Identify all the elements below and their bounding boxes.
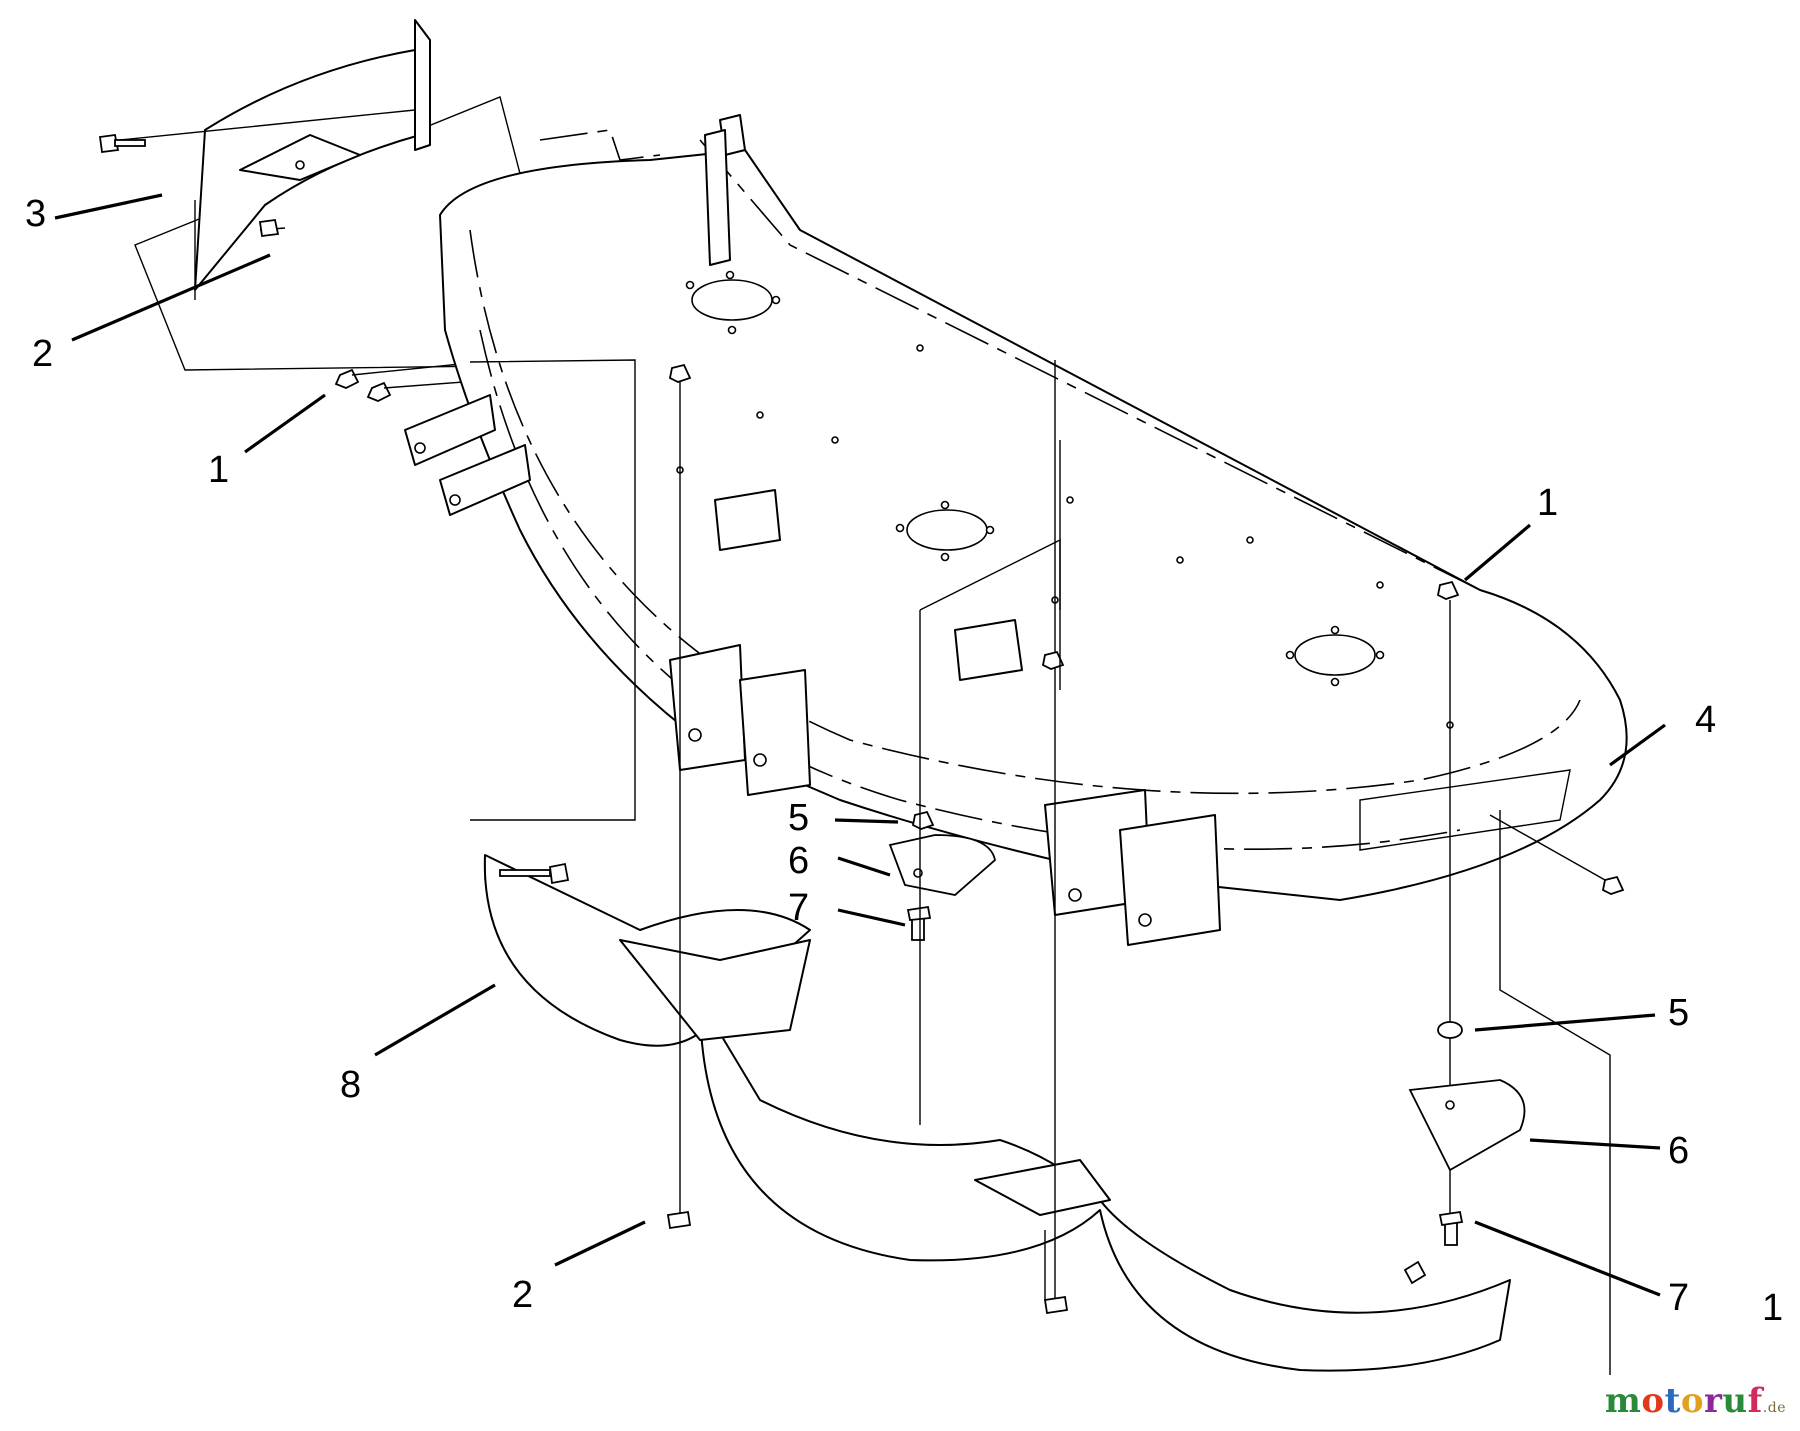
watermark-logo: motoruf.de <box>1605 1381 1786 1421</box>
nut-right-side <box>1489 814 1625 895</box>
leader-lines <box>54 193 1666 1297</box>
watermark-letters: motoruf <box>1605 1381 1763 1421</box>
callout-6-right: 6 <box>1668 1130 1689 1172</box>
callout-5-center: 5 <box>788 797 809 839</box>
watermark-letter: o <box>1641 1381 1665 1421</box>
watermark-letter: f <box>1747 1381 1763 1421</box>
callout-8: 8 <box>340 1064 361 1106</box>
mower-deck <box>439 114 1628 901</box>
callout-4: 4 <box>1695 699 1716 741</box>
carriage-bolt-upper <box>98 133 280 238</box>
callout-7-center: 7 <box>788 887 809 929</box>
lower-baffle <box>483 854 1511 1372</box>
callout-1-right: 1 <box>1537 482 1558 524</box>
watermark-letter: m <box>1604 1381 1642 1421</box>
callout-3: 3 <box>25 193 46 235</box>
hitch-brackets-center <box>669 644 811 796</box>
callout-6-center: 6 <box>788 840 809 882</box>
watermark-letter: o <box>1680 1381 1704 1421</box>
hardware-stack-right <box>1408 580 1526 1246</box>
callout-2-upper: 2 <box>32 333 53 375</box>
callout-labels: 3 2 1 1 4 5 6 7 8 5 6 7 2 1 <box>25 193 1783 1329</box>
callout-7-right: 7 <box>1668 1277 1689 1319</box>
callout-1-lower-right: 1 <box>1762 1287 1783 1329</box>
callout-2-lower: 2 <box>512 1274 533 1316</box>
deflector-bracket-upper <box>119 19 571 371</box>
watermark-letter: t <box>1664 1381 1681 1421</box>
hitch-brackets-right <box>1044 789 1221 946</box>
callout-5-right: 5 <box>1668 992 1689 1034</box>
deck-holes <box>676 270 1454 729</box>
hardware-stack-center <box>666 363 996 1230</box>
watermark-letter: r <box>1704 1381 1723 1421</box>
watermark-tld: .de <box>1762 1400 1786 1416</box>
baffle-bolts <box>499 862 1427 1285</box>
watermark-letter: u <box>1722 1381 1748 1421</box>
callout-1-left: 1 <box>208 449 229 491</box>
hitch-brackets-left <box>404 394 531 516</box>
